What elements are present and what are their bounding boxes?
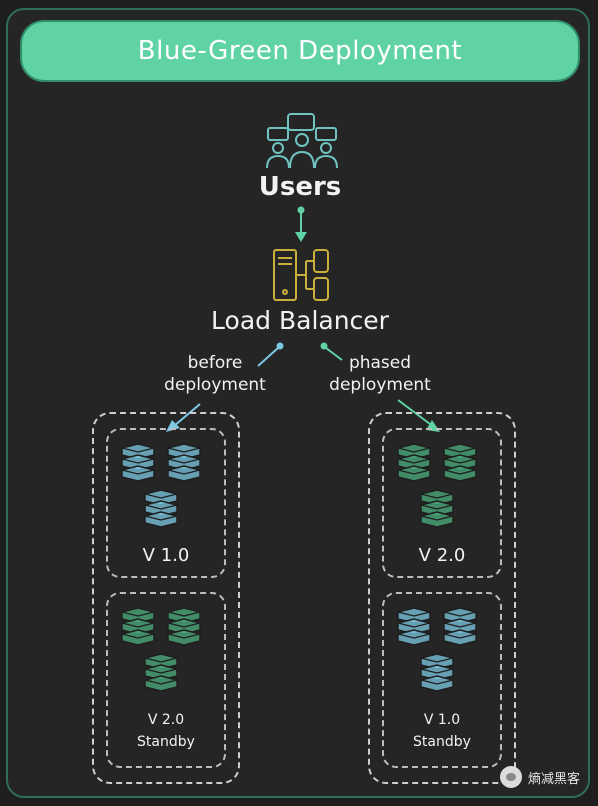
diagram-title: Blue-Green Deployment [137,36,463,66]
server-stack-icon [121,443,155,482]
server-stack-icon [144,489,178,528]
load-balancer-label: Load Balancer [211,306,389,335]
right-standby-servers [397,607,477,692]
right-active-servers [397,443,477,528]
server-stack-icon [397,443,431,482]
right-active-box [382,428,502,578]
phased-deployment-label: phased deployment [310,352,450,396]
diagram-frame [6,8,590,798]
left-standby-box [106,592,226,768]
server-stack-icon [397,607,431,646]
server-stack-icon [121,607,155,646]
server-stack-icon [443,607,477,646]
watermark-text: 熵减黑客 [527,771,580,787]
wechat-icon [499,766,522,788]
server-stack-icon [167,443,201,482]
before-deployment-label: before deployment [140,352,290,396]
left-standby-label: Standby [137,734,195,750]
watermark: 熵减黑客 [499,766,580,788]
left-standby-servers [121,607,201,692]
right-standby-box [382,592,502,768]
users-group-icon [266,113,338,169]
left-active-servers [121,443,201,528]
server-stack-icon [443,443,477,482]
phased-deployment-text: phased deployment [329,353,431,395]
server-stack-icon [420,489,454,528]
server-stack-icon [167,607,201,646]
left-standby-version: V 2.0 [147,712,185,728]
title-banner: Blue-Green Deployment [20,20,580,82]
left-environment [92,412,240,784]
load-balancer-icon [273,249,329,301]
users-to-lb-arrow [295,206,307,242]
before-deployment-text: before deployment [164,353,266,395]
right-standby-version: V 1.0 [423,712,461,728]
left-active-box [106,428,226,578]
users-label: Users [258,172,342,202]
right-active-version: V 2.0 [418,545,466,566]
server-stack-icon [144,653,178,692]
server-stack-icon [420,653,454,692]
left-active-version: V 1.0 [142,545,190,566]
right-environment [368,412,516,784]
right-standby-label: Standby [413,734,471,750]
